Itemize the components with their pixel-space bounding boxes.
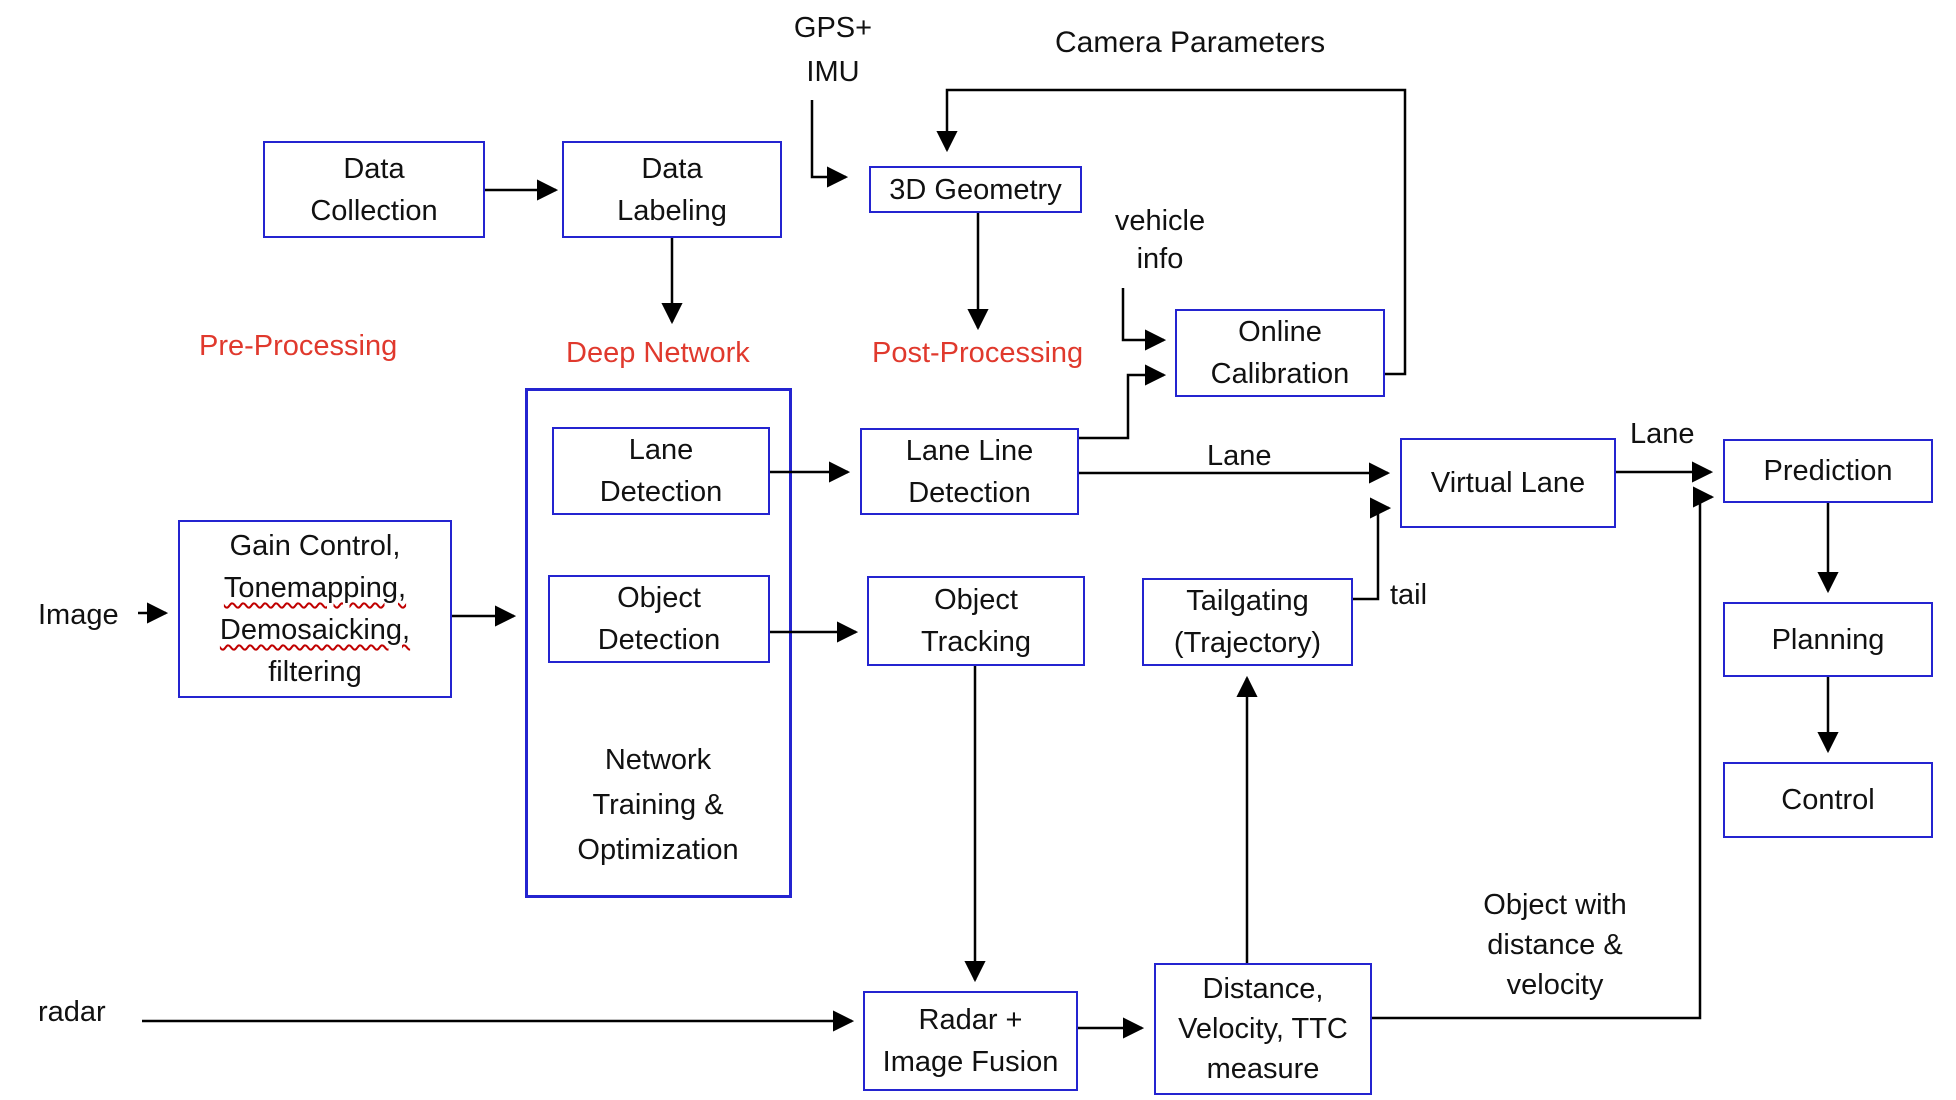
node-object-tracking: Object Tracking <box>867 576 1085 666</box>
label-tail: tail <box>1390 579 1428 611</box>
gain-control-line-2: Tonemapping, <box>223 572 407 604</box>
node-radar-image-fusion: Radar + Image Fusion <box>863 991 1078 1091</box>
node-lane-detection: Lane Detection <box>552 427 770 515</box>
label-image-input: Image <box>38 599 119 631</box>
node-distance-velocity-ttc: Distance, Velocity, TTC measure <box>1154 963 1372 1095</box>
node-data-collection: Data Collection <box>263 141 485 238</box>
node-object-detection: Object Detection <box>548 575 770 663</box>
label-lane-right: Lane <box>1630 418 1695 450</box>
node-gain-control: Gain Control, Tonemapping, Demosaicking,… <box>178 520 452 698</box>
label-radar-input: radar <box>38 996 106 1028</box>
node-lane-line-detection: Lane Line Detection <box>860 428 1079 515</box>
label-gps-imu: GPS+ IMU <box>793 12 873 88</box>
gain-control-line-3: Demosaicking, <box>219 614 411 646</box>
node-3d-geometry: 3D Geometry <box>869 166 1082 213</box>
label-post-processing: Post-Processing <box>872 337 1084 369</box>
label-lane-mid: Lane <box>1207 440 1272 472</box>
label-camera-parameters: Camera Parameters <box>1055 26 1326 59</box>
gain-control-line-4: filtering <box>268 656 362 688</box>
node-data-labeling: Data Labeling <box>562 141 782 238</box>
node-prediction: Prediction <box>1723 439 1933 503</box>
node-control: Control <box>1723 762 1933 838</box>
node-planning: Planning <box>1723 602 1933 677</box>
edge-vehicle-info-to-online-calibration <box>1121 288 1167 351</box>
node-virtual-lane: Virtual Lane <box>1400 438 1616 528</box>
gain-control-line-1: Gain Control, <box>229 530 401 562</box>
node-online-calibration: Online Calibration <box>1175 309 1385 397</box>
label-object-with-distance: Object with distance & velocity <box>1483 889 1627 1001</box>
label-pre-processing: Pre-Processing <box>199 330 398 362</box>
label-vehicle-info: vehicle info <box>1114 205 1206 275</box>
edge-lane-line-detection-to-online-calibration <box>1079 364 1167 440</box>
label-deep-network: Deep Network <box>566 337 750 369</box>
node-tailgating: Tailgating (Trajectory) <box>1142 578 1353 666</box>
edge-tailgating-to-virtual-lane <box>1353 497 1392 601</box>
edge-gps-imu-to-3d-geometry <box>810 100 849 188</box>
label-network-training: Network Training & Optimization <box>577 744 739 866</box>
gain-control-lines: Gain Control, Tonemapping, Demosaicking,… <box>220 525 410 693</box>
